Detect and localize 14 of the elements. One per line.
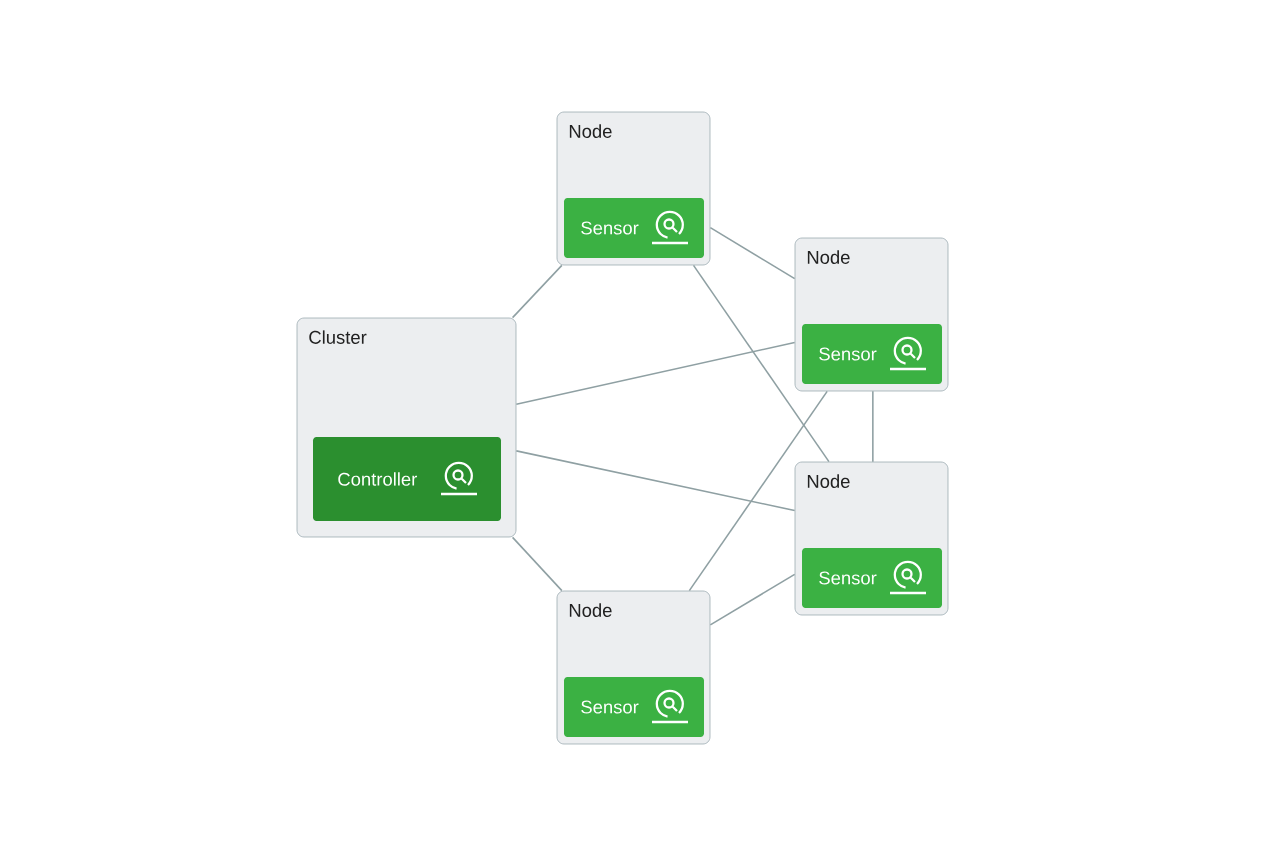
sensor-box: Sensor: [564, 198, 704, 258]
connector-line: [511, 536, 563, 592]
sensor-box: Sensor: [802, 548, 942, 608]
connector-line: [515, 450, 796, 512]
connector-line: [872, 390, 874, 463]
connector-line: [709, 226, 796, 280]
connector-line: [511, 264, 563, 319]
sensor-box: Sensor: [564, 677, 704, 737]
connector-line: [688, 390, 828, 592]
sensor-box: Sensor: [802, 324, 942, 384]
connector-line: [692, 264, 830, 463]
connector-line: [709, 573, 796, 626]
connector-line: [515, 341, 796, 405]
controller-box: Controller: [313, 437, 501, 521]
